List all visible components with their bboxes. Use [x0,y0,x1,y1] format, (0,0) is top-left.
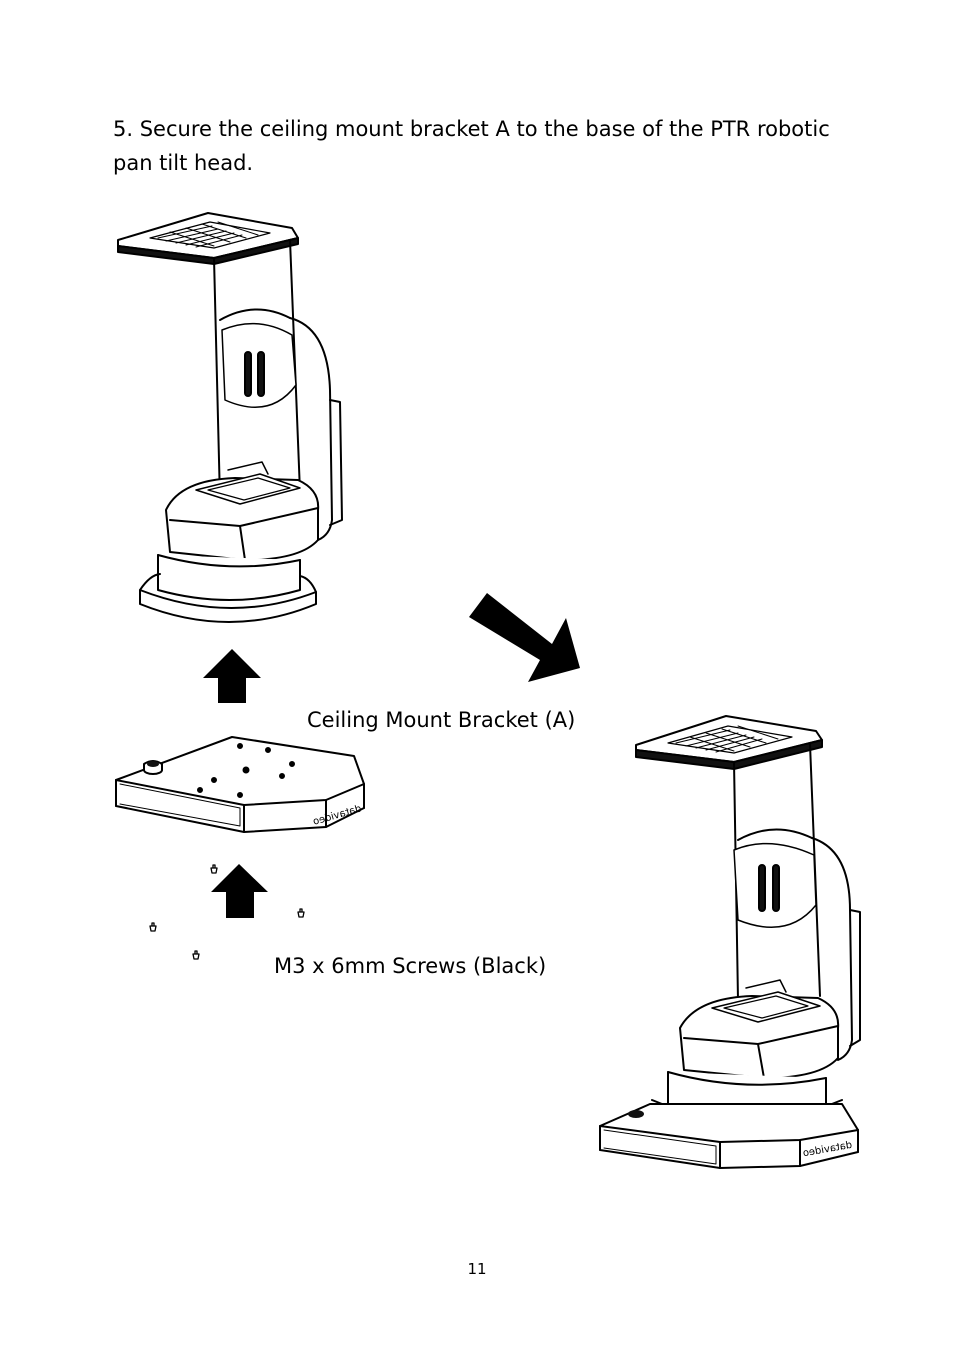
up-arrow-icon [211,864,268,918]
pan-tilt-head-illustration [117,212,343,623]
screws-label: M3 x 6mm Screws (Black) [274,954,547,978]
instruction-step-5: 5. Secure the ceiling mount bracket A to… [113,117,830,175]
screws-illustration [149,864,305,960]
up-arrow-icon [203,649,261,703]
page-number: 11 [467,1260,487,1278]
assembled-pan-tilt-head-illustration: datavideo [599,715,861,1169]
ceiling-mount-bracket-illustration: datavideo [115,736,365,833]
diagonal-arrow-icon [469,593,580,682]
bracket-label: Ceiling Mount Bracket (A) [307,708,576,732]
